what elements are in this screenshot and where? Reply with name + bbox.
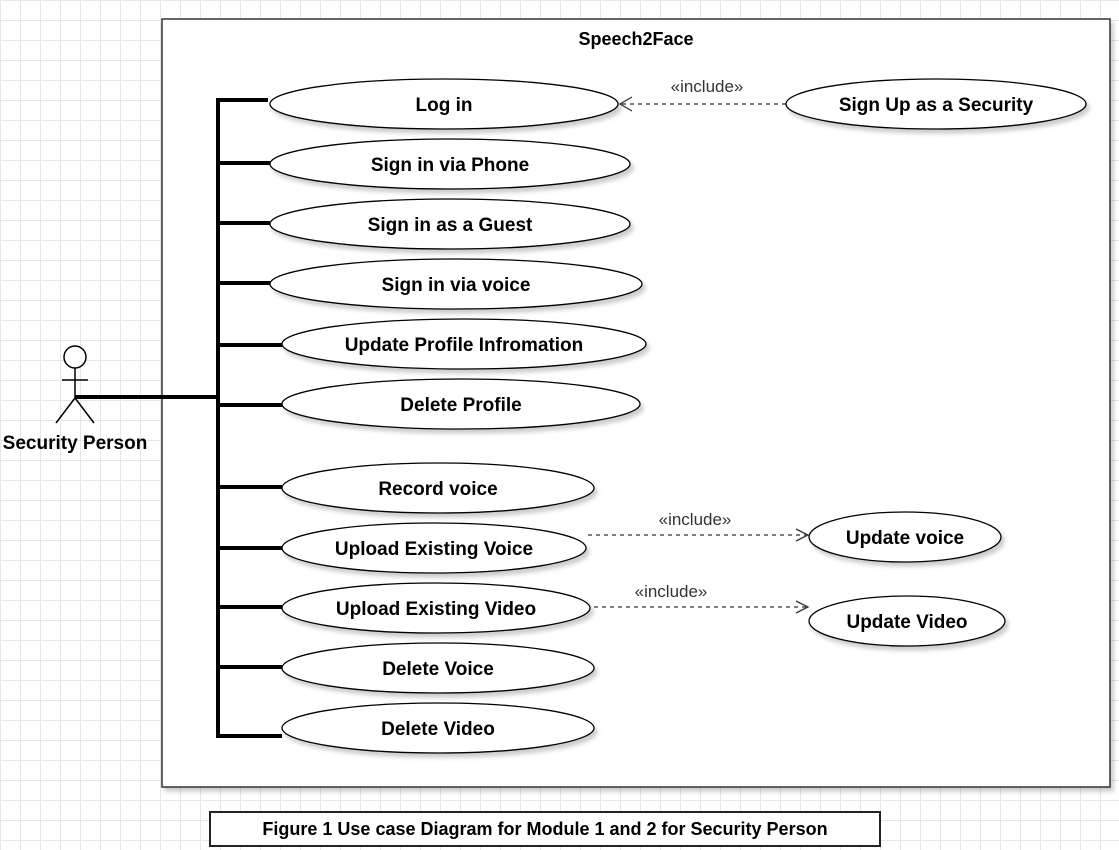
use-case-update-voice: Update voice: [808, 511, 1002, 563]
use-case-delete-voice: Delete Voice: [281, 642, 595, 694]
use-case-label: Update voice: [846, 528, 964, 549]
use-case-delete-profile: Delete Profile: [281, 378, 641, 430]
use-case-record-voice: Record voice: [281, 462, 595, 514]
use-case-label: Upload Existing Voice: [335, 539, 533, 560]
actor-stick-figure: [55, 345, 95, 424]
use-case-label: Sign in via voice: [382, 275, 531, 296]
association-lines: [75, 98, 282, 738]
use-case-sign-in-voice: Sign in via voice: [269, 258, 643, 310]
use-case-update-video: Update Video: [808, 595, 1006, 647]
use-case-label: Sign Up as a Security: [839, 95, 1034, 116]
use-case-label: Delete Voice: [382, 659, 494, 680]
use-case-log-in: Log in: [269, 78, 619, 130]
include-label-signup: «include»: [671, 77, 744, 96]
use-case-sign-in-guest: Sign in as a Guest: [269, 198, 631, 250]
include-label-update-video: «include»: [635, 582, 708, 601]
use-case-label: Update Video: [846, 612, 967, 633]
include-relations: [588, 96, 810, 614]
figure-caption: Figure 1 Use case Diagram for Module 1 a…: [209, 811, 881, 847]
use-case-label: Upload Existing Video: [336, 599, 536, 620]
use-case-upload-voice: Upload Existing Voice: [281, 522, 587, 574]
use-case-label: Delete Video: [381, 719, 495, 740]
use-case-update-profile: Update Profile Infromation: [281, 318, 647, 370]
use-case-sign-up-security: Sign Up as a Security: [785, 78, 1087, 130]
use-case-label: Sign in as a Guest: [368, 215, 533, 236]
use-case-upload-video: Upload Existing Video: [281, 582, 591, 634]
use-case-label: Sign in via Phone: [371, 155, 529, 176]
use-case-sign-in-phone: Sign in via Phone: [269, 138, 631, 190]
use-case-label: Record voice: [378, 479, 497, 500]
use-case-label: Log in: [416, 95, 473, 116]
use-case-delete-video: Delete Video: [281, 702, 595, 754]
actor-label: Security Person: [3, 433, 148, 454]
system-title: Speech2Face: [578, 29, 693, 49]
use-case-label: Delete Profile: [400, 395, 521, 416]
include-label-update-voice: «include»: [659, 510, 732, 529]
use-case-label: Update Profile Infromation: [345, 335, 584, 356]
